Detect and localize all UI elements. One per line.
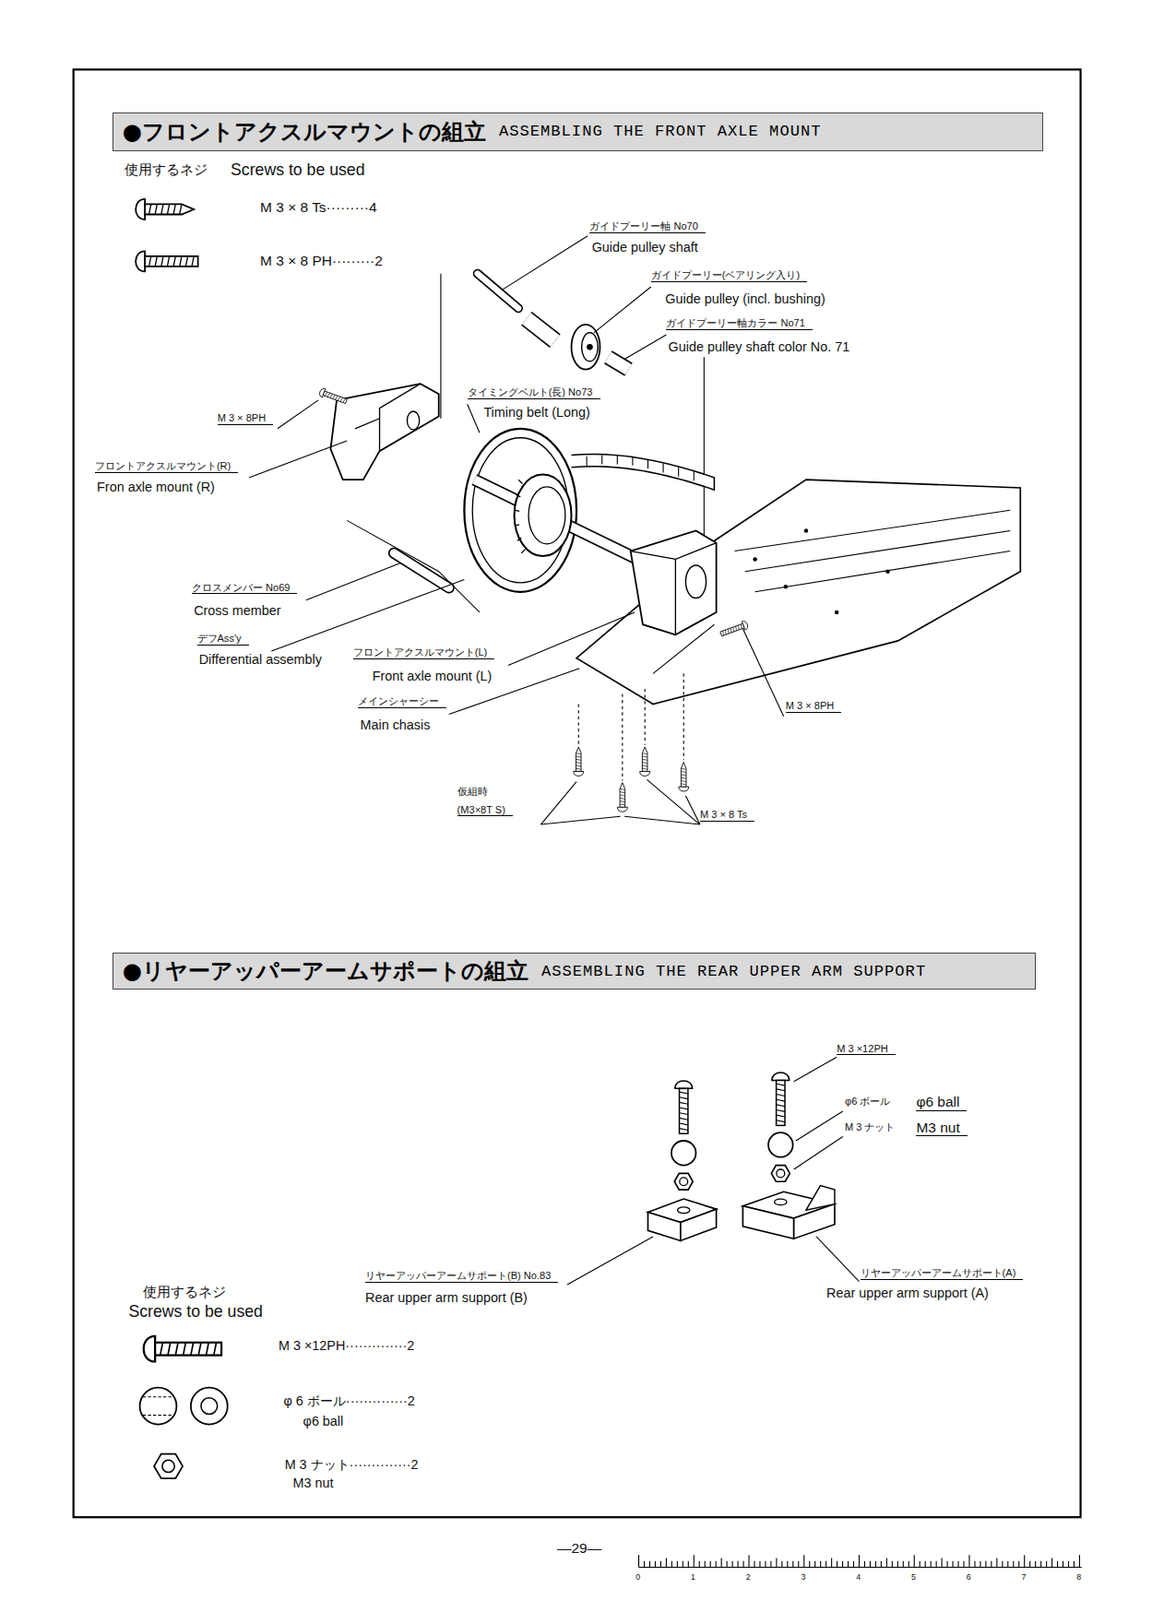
ruler-number: 8 bbox=[1076, 1572, 1081, 1582]
part-label: Front axle mount (L) bbox=[372, 668, 492, 685]
part-label: φ6 ボール bbox=[844, 1095, 891, 1108]
part-label: Rear upper arm support (B) bbox=[365, 1290, 528, 1307]
part-label: Guide pulley shaft color No. 71 bbox=[668, 339, 851, 356]
heading-japanese: ●リヤーアッパーアームサポートの組立 bbox=[122, 956, 529, 986]
part-label: Guide pulley (incl. bushing) bbox=[665, 291, 825, 308]
page-number: —29— bbox=[557, 1540, 602, 1557]
part-label: 使用するネジ bbox=[124, 161, 208, 179]
part-label: Cross member bbox=[193, 603, 281, 619]
ruler-number: 4 bbox=[855, 1572, 861, 1582]
ruler-number: 5 bbox=[911, 1572, 916, 1582]
heading-japanese: ●フロントアクスルマウントの組立 bbox=[122, 117, 487, 147]
part-label: リヤーアッパーアームサポート(A) bbox=[860, 1267, 1024, 1281]
part-label: M 3 × 8 Ts bbox=[700, 808, 755, 822]
part-label: φ6 ball bbox=[915, 1093, 967, 1112]
part-label: Fron axle mount (R) bbox=[96, 479, 215, 496]
part-label: リヤーアッパーアームサポート(B) No.83 bbox=[365, 1270, 559, 1283]
part-label: M 3 ナット··············2 bbox=[285, 1457, 419, 1473]
ruler-number: 1 bbox=[690, 1572, 696, 1582]
section-heading: ●フロントアクスルマウントの組立 ASSEMBLING THE FRONT AXL… bbox=[112, 112, 1044, 152]
part-label: ガイドプーリー(ベアリング入り) bbox=[651, 269, 808, 283]
ruler-number: 0 bbox=[635, 1572, 641, 1582]
ruler-number: 2 bbox=[746, 1572, 751, 1582]
part-label: Timing belt (Long) bbox=[483, 404, 590, 421]
part-label: M 3 × 8 PH·········2 bbox=[260, 252, 383, 270]
part-label: M3 nut bbox=[915, 1119, 967, 1138]
part-label: M 3 × 8PH bbox=[785, 700, 843, 713]
part-label: ガイドプーリー軸カラー No71 bbox=[665, 317, 812, 331]
section-heading: ●リヤーアッパーアームサポートの組立 ASSEMBLING THE REAR UP… bbox=[112, 952, 1036, 990]
part-label: M 3 ×12PH··············2 bbox=[278, 1338, 415, 1354]
part-label: (M3×8T S) bbox=[457, 804, 513, 818]
ruler-number: 7 bbox=[1021, 1572, 1026, 1582]
part-label: 仮組時 bbox=[457, 785, 488, 798]
part-label: メインシャーシー bbox=[357, 695, 447, 709]
part-label: 使用するネジ bbox=[142, 1283, 226, 1301]
part-label: デフAss'y bbox=[197, 632, 250, 646]
part-label: クロスメンバー No69 bbox=[191, 581, 297, 595]
ruler-number: 3 bbox=[800, 1572, 806, 1582]
part-label: φ 6 ボール··············2 bbox=[284, 1393, 416, 1410]
part-label: M 3 × 8PH bbox=[217, 412, 274, 426]
part-label: φ6 ball bbox=[303, 1413, 345, 1430]
part-label: タイミングベルト(長) No73 bbox=[467, 386, 601, 400]
heading-english: ASSEMBLING THE FRONT AXLE MOUNT bbox=[498, 122, 822, 141]
part-label: M 3 ナット bbox=[844, 1121, 895, 1134]
part-label: フロントアクスルマウント(R) bbox=[95, 460, 238, 474]
ruler-number: 6 bbox=[966, 1572, 972, 1582]
part-label: M3 nut bbox=[293, 1475, 334, 1492]
part-label: M 3 ×12PH bbox=[836, 1043, 896, 1057]
part-label: Main chasis bbox=[360, 717, 431, 734]
part-label: M 3 × 8 Ts·········4 bbox=[260, 199, 377, 216]
part-label: ガイドプーリー軸 No70 bbox=[589, 220, 705, 234]
part-label: フロントアクスルマウント(L) bbox=[353, 646, 496, 660]
part-label: Differential assembly bbox=[199, 652, 322, 668]
part-label: Guide pulley shaft bbox=[592, 239, 699, 256]
part-label: Screws to be used bbox=[128, 1302, 263, 1321]
part-label: Rear upper arm support (A) bbox=[826, 1285, 989, 1302]
heading-english: ASSEMBLING THE REAR UPPER ARM SUPPORT bbox=[541, 962, 927, 981]
part-label: Screws to be used bbox=[230, 160, 366, 179]
